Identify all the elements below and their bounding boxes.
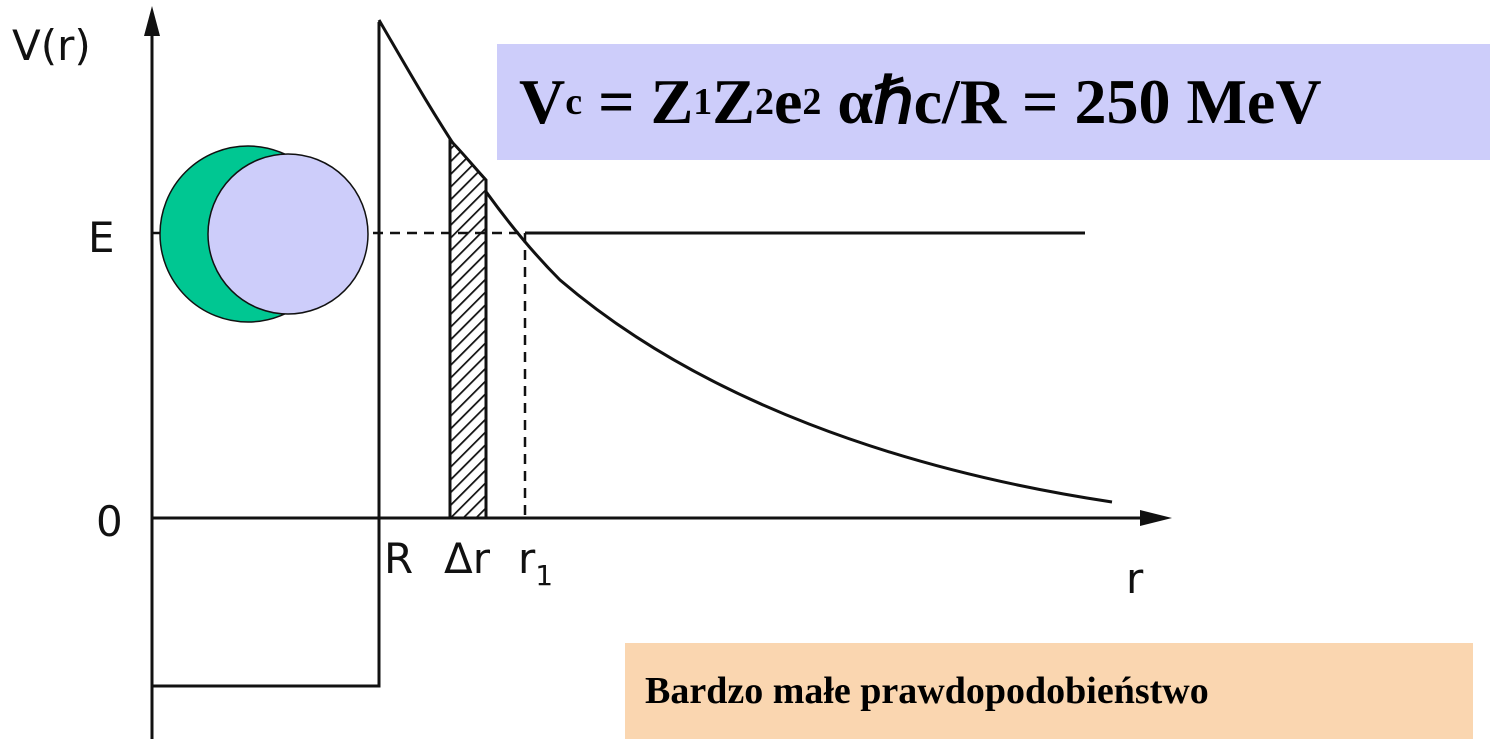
tick-label-r1: r1 xyxy=(518,534,553,592)
formula-z2-sub: 2 xyxy=(754,81,774,123)
formula-z2: Z xyxy=(712,66,755,137)
formula-z1: Z xyxy=(650,66,694,137)
y-axis-arrow-icon xyxy=(144,6,160,36)
potential-well xyxy=(152,22,381,688)
y-axis-label: V(r) xyxy=(12,21,91,70)
x-axis-label: r xyxy=(1126,554,1144,603)
formula-z1-sub: 1 xyxy=(693,81,713,123)
probability-note-text: Bardzo małe prawdopodobieństwo xyxy=(645,670,1209,712)
formula-e-sup: 2 xyxy=(802,81,822,123)
probability-note: Bardzo małe prawdopodobieństwo xyxy=(625,643,1473,739)
tick-label-zero: 0 xyxy=(96,497,123,546)
x-axis-arrow-icon xyxy=(1140,510,1172,526)
overlapping-nuclei-icon xyxy=(159,145,369,323)
formula-equals: = xyxy=(582,66,651,137)
formula-e: e xyxy=(773,66,803,137)
tick-label-energy: E xyxy=(88,213,115,262)
formula-v-sub: c xyxy=(565,81,583,123)
hatched-barrier-slice xyxy=(448,136,488,520)
formula-value: αℏc/R = 250 MeV xyxy=(821,66,1322,137)
tick-label-delta-r: Δr xyxy=(444,534,491,583)
tick-label-radius: R xyxy=(384,534,413,583)
formula-v: V xyxy=(519,66,566,137)
coulomb-barrier-curve xyxy=(377,19,1113,504)
